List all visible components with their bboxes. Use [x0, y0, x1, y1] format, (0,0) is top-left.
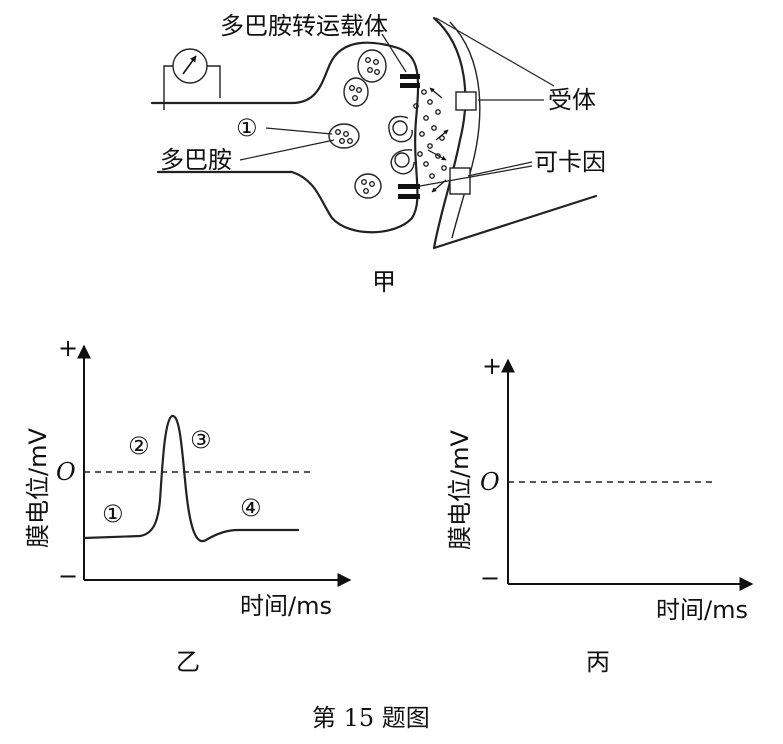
postsynaptic-membrane — [432, 16, 598, 250]
vesicle-fusion-fold-upper — [388, 115, 413, 143]
y-axis-label: 膜电位/mV — [446, 430, 474, 550]
galvanometer-lead-left — [163, 65, 173, 110]
panel-title-yi: 乙 — [176, 648, 200, 676]
galvanometer-needle — [182, 55, 197, 75]
curve-marker-4: ④ — [240, 494, 262, 522]
postsynaptic-membrane-inner — [449, 21, 481, 239]
galvanometer-lead-right — [207, 65, 221, 98]
label-transporter: 多巴胺转运载体 — [220, 12, 388, 40]
panel-title-jia: 甲 — [372, 268, 396, 296]
presynaptic-terminal-outline — [150, 41, 420, 234]
panel-jia-synapse: 多巴胺转运载体 受体 可卡因 多巴胺 ① 甲 — [150, 12, 606, 296]
label-cocaine: 可卡因 — [534, 148, 606, 176]
curve-marker-3: ③ — [190, 426, 212, 454]
y-plus-sign: + — [58, 334, 78, 362]
panel-title-bing: 丙 — [586, 648, 610, 676]
vesicle-fused — [394, 152, 410, 168]
curve-marker-1: ① — [102, 500, 124, 528]
x-axis-label: 时间/ms — [656, 596, 748, 624]
panel-yi-graph: + − O 膜电位/mV 时间/ms ① ② ③ ④ 乙 — [24, 334, 352, 676]
label-marker-1: ① — [236, 114, 258, 142]
cleft-dopamine-particles — [413, 89, 447, 179]
panel-bing-graph: + − O 膜电位/mV 时间/ms 丙 — [446, 352, 754, 676]
galvanometer-dial-icon — [172, 48, 208, 84]
zero-label: O — [480, 468, 500, 496]
vesicle-fused — [392, 120, 408, 136]
synaptic-vesicles — [328, 49, 410, 199]
figure-caption: 第 15 题图 — [312, 704, 430, 732]
zero-label: O — [56, 458, 76, 486]
y-plus-sign: + — [482, 352, 502, 380]
vesicle — [354, 173, 382, 199]
receptor — [455, 91, 477, 111]
label-dopamine: 多巴胺 — [160, 146, 232, 174]
label-receptor: 受体 — [548, 86, 596, 114]
dopamine-transporters — [398, 74, 420, 199]
y-axis-label: 膜电位/mV — [24, 428, 52, 548]
vesicle — [328, 123, 360, 149]
vesicle — [343, 77, 369, 107]
x-axis-label: 时间/ms — [240, 592, 332, 620]
receptor — [449, 167, 471, 195]
leader-lines — [239, 17, 555, 187]
y-minus-sign: − — [58, 562, 78, 590]
galvanometer — [163, 48, 221, 110]
curve-marker-2: ② — [128, 432, 150, 460]
vesicle — [357, 49, 387, 83]
y-minus-sign: − — [480, 564, 500, 592]
cleft-arrows — [427, 87, 449, 193]
vesicle-fusion-fold-lower — [390, 149, 415, 175]
action-potential-curve — [82, 414, 300, 543]
